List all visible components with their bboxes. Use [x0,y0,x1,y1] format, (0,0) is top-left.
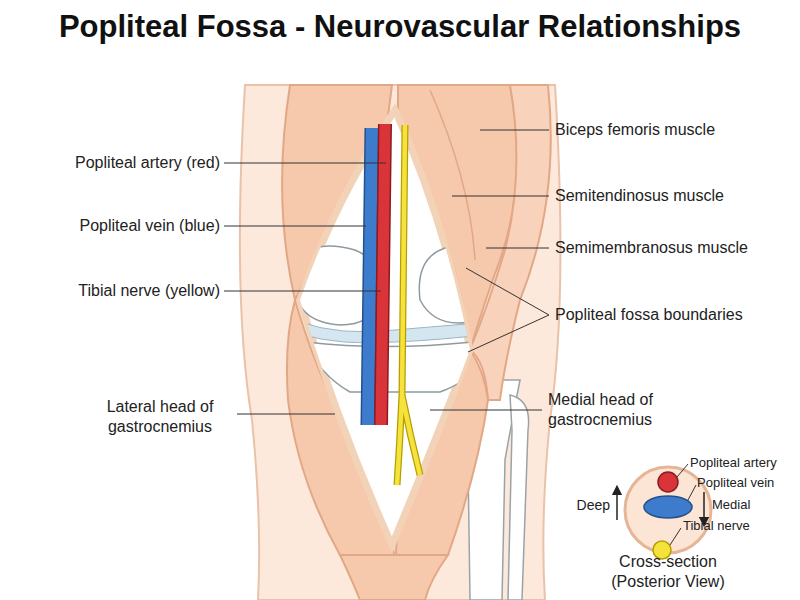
leader-line [224,163,386,164]
leader-line [237,414,335,415]
lower-leg-muscle [340,555,448,600]
inset-label: Popliteal vein [697,475,800,491]
deep-arrow [616,490,618,520]
leader-line [480,130,549,131]
muscle-label: Lateral head of gastrocnemius [85,397,235,437]
medial-arrow [703,492,705,522]
direction-label: Medial [712,497,800,513]
nerve-label: Tibial nerve (yellow) [20,281,220,301]
muscle-label: Semimembranosus muscle [555,238,795,258]
boundary-label: Popliteal fossa boundaries [555,305,795,325]
vessel-label: Popliteal artery (red) [20,153,220,173]
diagram-title: Popliteal Fossa - Neurovascular Relation… [0,8,800,46]
artery-section [658,472,678,492]
popliteal-vein [368,128,372,425]
leader-line [466,268,549,315]
leader-line [677,464,688,477]
knee-bones [298,246,492,392]
leader-line [468,315,549,352]
leader-line [452,196,549,197]
popliteal-artery-fill [381,124,385,425]
muscle-label: Medial head of gastrocnemius [548,390,683,430]
semimembranosus-shape [470,85,551,400]
tibial-plateau [305,340,490,392]
popliteal-artery [381,124,385,425]
fibula-bone [508,395,529,600]
joint-cartilage [300,322,492,343]
leader-lines [224,130,549,414]
leader-line [670,528,681,545]
muscle-label: Semitendinosus muscle [555,186,795,206]
muscle-label: Biceps femoris muscle [555,120,795,140]
tibial-nerve [397,125,420,485]
leader-line [224,226,366,227]
limb-outline [240,85,561,600]
leader-line [486,248,549,249]
direction-label: Deep [555,497,610,513]
inset-caption: Cross-section (Posterior View) [590,552,746,592]
tibial-nerve-fill [397,125,420,485]
popliteal-vein-fill [368,128,372,425]
medial-condyle [419,247,491,323]
inset-label: Popliteal artery [690,455,800,471]
inset-label: Tibial nerve [683,518,800,534]
vessel-label: Popliteal vein (blue) [20,216,220,236]
leader-line [688,485,696,500]
leader-line [430,410,542,411]
leader-line [224,291,381,292]
vein-section [644,496,692,518]
